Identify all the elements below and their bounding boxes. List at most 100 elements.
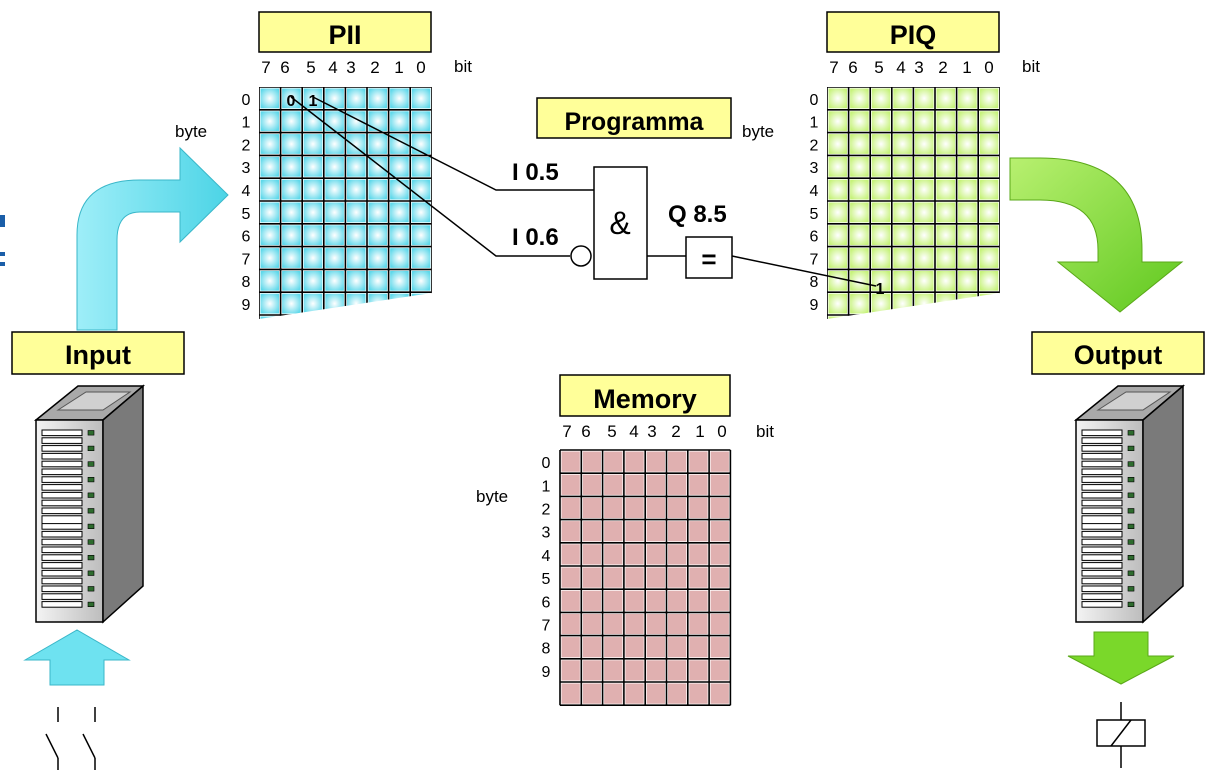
input-switch-icon xyxy=(45,707,96,770)
wire-q85 xyxy=(731,255,877,287)
piq-cell xyxy=(871,111,891,132)
piq-cell xyxy=(958,156,977,177)
mem-cell xyxy=(604,660,623,681)
piq-cell xyxy=(871,248,891,268)
mem-cell xyxy=(625,521,644,542)
piq-cell xyxy=(828,179,848,200)
and-symbol: & xyxy=(609,205,630,241)
output-curved-arrow xyxy=(1009,157,1184,313)
mem-cell xyxy=(710,683,729,704)
piq-cell xyxy=(936,202,956,223)
mem-bit-4: 4 xyxy=(629,422,638,441)
pii-cell xyxy=(260,134,280,154)
pii-cell xyxy=(411,88,431,109)
piq-cell xyxy=(893,225,912,246)
pii-row-8: 8 xyxy=(242,274,251,291)
piq-cell xyxy=(979,111,999,132)
mem-cell xyxy=(582,613,602,635)
wire-i05 xyxy=(312,96,594,191)
mem-cell xyxy=(710,590,729,611)
pii-cell xyxy=(411,270,431,291)
mem-cell xyxy=(646,521,665,542)
pii-cell xyxy=(368,88,388,109)
mem-cell xyxy=(668,474,687,495)
mem-row-7: 7 xyxy=(542,617,551,634)
mem-cell xyxy=(561,590,580,611)
piq-bit-2: 2 xyxy=(938,58,947,77)
mem-cell xyxy=(668,590,687,611)
piq-cell xyxy=(979,248,999,268)
pii-bit-6: 6 xyxy=(280,58,289,77)
pii-bit-label: bit xyxy=(454,57,472,76)
pii-cell xyxy=(368,225,388,246)
mem-row-5: 5 xyxy=(542,571,551,588)
piq-cell xyxy=(871,316,891,319)
mem-cell xyxy=(710,660,729,681)
piq-cell xyxy=(850,270,869,291)
piq-cell xyxy=(979,293,999,314)
pii-cell-bit5: 1 xyxy=(309,93,318,110)
pii-cell xyxy=(325,293,344,314)
memory-bit-label: bit xyxy=(756,422,774,441)
mem-bit-2: 2 xyxy=(671,422,680,441)
mem-cell xyxy=(668,660,687,681)
piq-cell xyxy=(828,88,848,109)
pii-cell xyxy=(325,270,344,291)
output-label: Q 8.5 xyxy=(668,201,727,228)
piq-cell xyxy=(828,270,848,291)
mem-cell xyxy=(646,497,665,519)
pii-cell xyxy=(303,225,323,246)
pii-cell xyxy=(411,202,431,223)
piq-row-6: 6 xyxy=(810,229,819,246)
pii-cell xyxy=(303,202,323,223)
pii-cell xyxy=(282,225,301,246)
pii-cell xyxy=(303,134,323,154)
mem-cell xyxy=(625,660,644,681)
mem-cell xyxy=(604,521,623,542)
mem-cell xyxy=(668,544,687,565)
piq-cell xyxy=(958,134,977,154)
mem-cell xyxy=(689,613,708,635)
pii-cell xyxy=(282,156,301,177)
pii-cell xyxy=(282,293,301,314)
piq-cell xyxy=(828,111,848,132)
pii-cell xyxy=(368,248,388,268)
pii-cell xyxy=(411,316,431,319)
piq-cell xyxy=(850,134,869,154)
piq-cell xyxy=(893,293,912,314)
pii-bit-4: 4 xyxy=(328,58,337,77)
mem-cell xyxy=(710,544,729,565)
piq-cell xyxy=(871,88,891,109)
pii-cell xyxy=(260,293,280,314)
mem-cell xyxy=(710,613,729,635)
mem-cell xyxy=(582,590,602,611)
pii-bit-1: 1 xyxy=(394,58,403,77)
pii-cell xyxy=(390,248,409,268)
pii-cell xyxy=(390,202,409,223)
input-a-label: I 0.5 xyxy=(512,159,559,186)
piq-row-7: 7 xyxy=(810,251,819,268)
piq-row-9: 9 xyxy=(810,297,819,314)
piq-cell xyxy=(936,248,956,268)
piq-cell xyxy=(958,248,977,268)
mem-cell xyxy=(689,451,708,472)
piq-row-4: 4 xyxy=(810,183,819,200)
pii-cell xyxy=(282,270,301,291)
pii-cell xyxy=(346,202,366,223)
mem-cell xyxy=(625,497,644,519)
piq-cell xyxy=(914,156,934,177)
pii-cell xyxy=(303,270,323,291)
pii-cell xyxy=(303,88,323,109)
piq-cell xyxy=(958,316,977,319)
mem-cell xyxy=(646,567,665,588)
mem-cell xyxy=(582,683,602,704)
input-up-arrow xyxy=(23,629,131,686)
pii-cell xyxy=(325,134,344,154)
mem-cell xyxy=(668,497,687,519)
mem-cell xyxy=(604,544,623,565)
pii-cell xyxy=(282,248,301,268)
mem-cell xyxy=(646,590,665,611)
